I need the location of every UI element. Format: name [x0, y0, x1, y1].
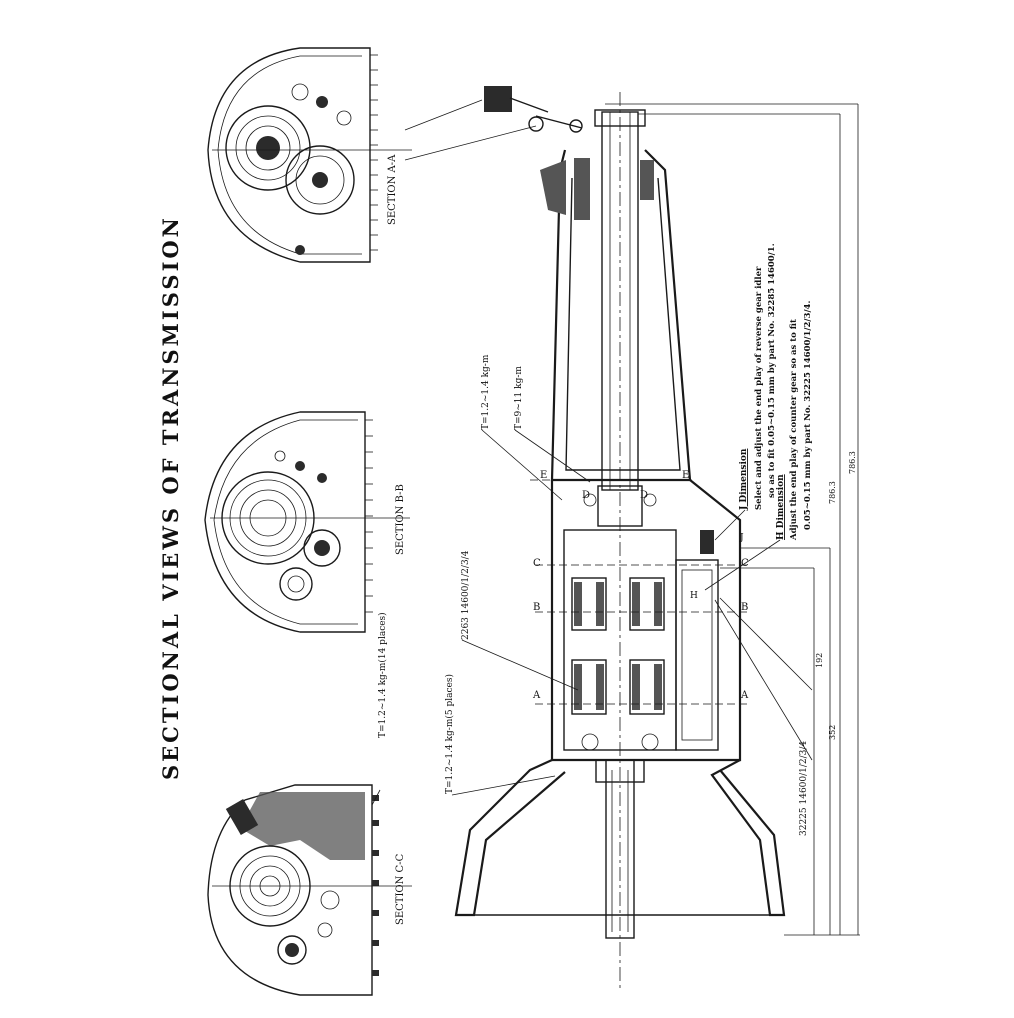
- j-dimension-title: J Dimension: [739, 448, 749, 511]
- h-dimension-title: H Dimension: [776, 474, 786, 540]
- marker-a-right: A: [740, 690, 749, 701]
- torque-callout-bolt: T=9~11 kg-m: [514, 366, 524, 430]
- section-c-view: [207, 784, 412, 996]
- marker-h: H: [690, 591, 698, 601]
- adjustment-notes: J Dimension Select and adjust the end pl…: [739, 243, 813, 541]
- main-section-view: [454, 86, 786, 990]
- torque-callout-extension: T=1.2~1.4 kg-m: [481, 354, 491, 430]
- drawing-title: SECTIONAL VIEWS OF TRANSMISSION: [158, 215, 183, 780]
- marker-b-left: B: [533, 602, 540, 613]
- section-cut-lines: [530, 479, 750, 705]
- j-dimension-line2: so as to fit 0.05~0.15 mm by part No. 32…: [767, 243, 777, 498]
- marker-e-left: E: [540, 470, 547, 481]
- section-b-label: SECTION B-B: [395, 484, 406, 555]
- dimension-lines: [605, 103, 860, 936]
- marker-a-left: A: [532, 690, 541, 701]
- marker-d-left: D: [582, 490, 590, 501]
- marker-b-right: B: [741, 602, 748, 613]
- h-dimension-line1: Adjust the end play of counter gear so a…: [789, 319, 799, 541]
- marker-j: J: [739, 533, 744, 543]
- torque-callout-14-places: T=1.2~1.4 kg-m(14 places): [377, 612, 388, 738]
- marker-c-left: C: [533, 558, 541, 569]
- section-a-label: SECTION A-A: [387, 154, 398, 225]
- dimension-786-1: 786.3: [828, 481, 837, 504]
- section-c-label: SECTION C-C: [395, 853, 406, 925]
- dimension-192: 192: [815, 653, 824, 668]
- j-dimension-line1: Select and adjust the end play of revers…: [754, 266, 764, 510]
- marker-d-right: D: [640, 490, 648, 501]
- section-b-view: [204, 411, 410, 633]
- section-a-view: [207, 47, 412, 263]
- part-callout-32225: 32225 14600/1/2/3/4: [799, 741, 809, 836]
- part-callout-2263: 2263 14600/1/2/3/4: [461, 550, 471, 640]
- marker-e-right: E: [682, 470, 689, 481]
- leader-lines: [371, 99, 813, 806]
- dimension-786-2: 786.3: [848, 451, 857, 474]
- torque-callout-5-places: T=1.2~1.4 kg-m(5 places): [444, 674, 455, 794]
- dimension-352: 352: [828, 725, 837, 740]
- h-dimension-line2: 0.05~0.15 mm by part No. 32225 14600/1/2…: [803, 301, 813, 530]
